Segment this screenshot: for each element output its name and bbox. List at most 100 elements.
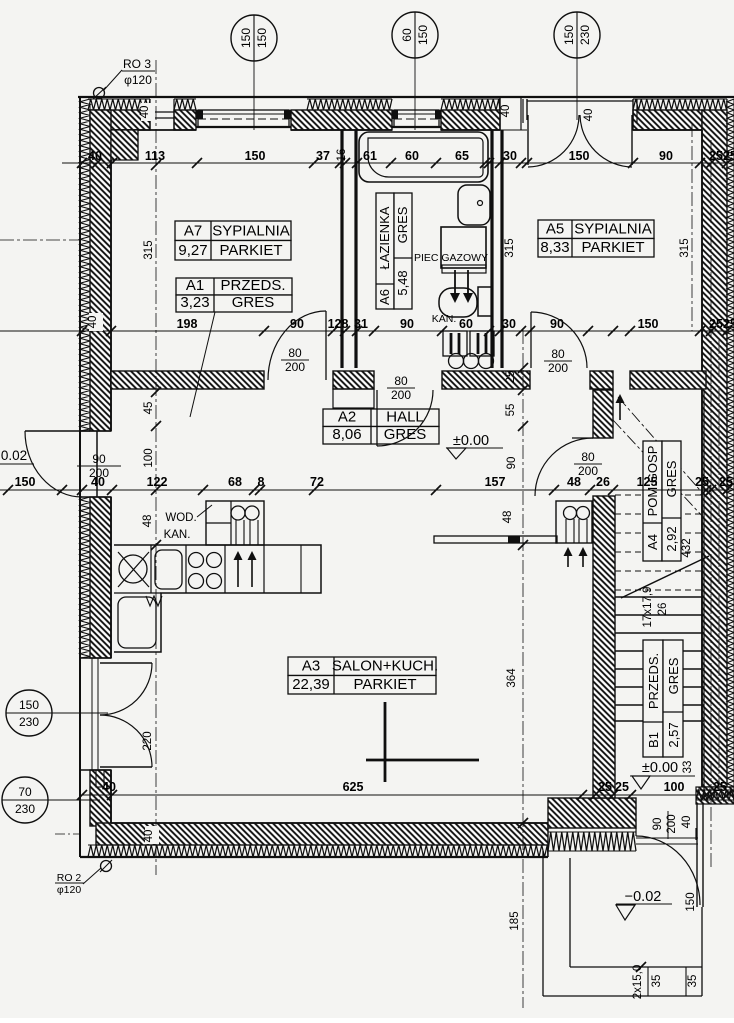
svg-text:±0.00: ±0.00 [642,760,678,776]
svg-text:45: 45 [143,402,155,415]
svg-text:48: 48 [142,515,154,528]
svg-text:A5: A5 [546,221,564,238]
svg-text:25: 25 [505,371,517,384]
svg-text:315: 315 [143,240,155,259]
svg-text:SYPIALNIA: SYPIALNIA [574,221,652,238]
svg-text:80: 80 [551,347,565,361]
svg-text:40: 40 [681,816,693,829]
svg-text:25: 25 [695,475,709,489]
svg-text:100: 100 [664,780,685,794]
svg-text:37: 37 [316,149,330,163]
svg-text:200: 200 [391,388,411,402]
svg-text:80: 80 [394,374,408,388]
svg-text:200: 200 [666,814,678,833]
svg-text:GRES: GRES [664,460,679,497]
svg-text:GRES: GRES [384,426,427,443]
svg-text:31: 31 [354,317,368,331]
svg-text:364: 364 [506,668,518,688]
svg-text:150: 150 [569,149,590,163]
svg-text:RO 2: RO 2 [57,872,82,884]
svg-text:100: 100 [143,448,155,467]
svg-text:25: 25 [709,149,723,163]
svg-text:35: 35 [687,975,699,988]
svg-text:40: 40 [143,830,155,843]
svg-text:2,92: 2,92 [664,526,679,551]
svg-text:PARKIET: PARKIET [353,676,416,693]
svg-text:80: 80 [581,450,595,464]
svg-text:33: 33 [682,761,694,774]
svg-text:SYPIALNIA: SYPIALNIA [212,223,290,240]
svg-text:A1: A1 [186,277,204,294]
svg-text:200: 200 [285,360,305,374]
svg-text:ŁAZIENKA: ŁAZIENKA [377,206,392,269]
svg-text:SALON+KUCH.: SALON+KUCH. [332,658,438,675]
svg-text:GRES: GRES [666,657,681,694]
svg-text:40: 40 [91,475,105,489]
svg-text:A7: A7 [184,223,202,240]
svg-text:2x15,0: 2x15,0 [632,965,644,1000]
svg-text:90: 90 [400,317,414,331]
svg-text:90: 90 [92,452,106,466]
svg-text:A6: A6 [377,289,392,305]
svg-text:68: 68 [228,475,242,489]
svg-text:16: 16 [336,149,348,162]
svg-text:GRES: GRES [395,206,410,243]
svg-text:8,06: 8,06 [332,426,361,443]
svg-text:200: 200 [89,466,109,480]
svg-text:PARKIET: PARKIET [219,242,282,259]
svg-text:80: 80 [288,346,302,360]
svg-text:125: 125 [637,475,658,489]
svg-text:61: 61 [363,149,377,163]
svg-text:90: 90 [506,457,518,470]
svg-text:113: 113 [145,149,165,163]
svg-text:B1: B1 [646,732,661,748]
svg-text:90: 90 [659,149,673,163]
svg-text:26: 26 [596,475,610,489]
svg-text:26: 26 [657,603,669,616]
svg-text:17x17,9: 17x17,9 [642,587,654,628]
svg-text:157: 157 [485,475,506,489]
svg-text:φ120: φ120 [57,884,81,896]
svg-text:φ120: φ120 [124,73,152,87]
svg-text:150: 150 [15,475,36,489]
svg-text:40: 40 [88,149,102,163]
svg-text:PARKIET: PARKIET [581,239,644,256]
svg-text:128: 128 [328,317,349,331]
svg-text:432: 432 [681,538,693,557]
svg-text:72: 72 [310,475,324,489]
svg-text:198: 198 [177,317,198,331]
svg-text:48: 48 [502,511,514,524]
svg-text:40: 40 [583,109,595,122]
svg-text:3,23: 3,23 [180,294,209,311]
svg-text:A3: A3 [302,658,320,675]
svg-text:25: 25 [723,317,734,331]
svg-text:A4: A4 [645,534,660,550]
svg-text:60: 60 [459,317,473,331]
svg-text:150: 150 [245,149,266,163]
svg-text:150: 150 [19,698,39,712]
svg-text:150: 150 [685,892,697,911]
svg-text:60: 60 [400,28,414,42]
svg-text:150: 150 [562,25,576,45]
svg-text:315: 315 [504,238,516,257]
svg-text:8: 8 [258,475,265,489]
svg-text:220: 220 [142,731,154,750]
svg-text:315: 315 [679,238,691,257]
svg-text:25: 25 [709,317,723,331]
svg-text:150: 150 [638,317,659,331]
svg-text:RO 3: RO 3 [123,57,151,71]
svg-text:0.02: 0.02 [1,448,27,463]
svg-text:25: 25 [598,780,612,794]
svg-text:PIEC GAZOWY: PIEC GAZOWY [414,252,488,264]
svg-text:25: 25 [719,475,733,489]
svg-text:65: 65 [455,149,469,163]
svg-text:48: 48 [567,475,581,489]
svg-text:230: 230 [19,715,39,729]
svg-text:8,33: 8,33 [540,239,569,256]
svg-text:30: 30 [502,317,516,331]
svg-text:25: 25 [713,780,727,794]
svg-text:150: 150 [239,28,253,48]
svg-text:PRZEDS.: PRZEDS. [646,653,661,709]
svg-text:60: 60 [405,149,419,163]
svg-text:55: 55 [505,404,517,417]
